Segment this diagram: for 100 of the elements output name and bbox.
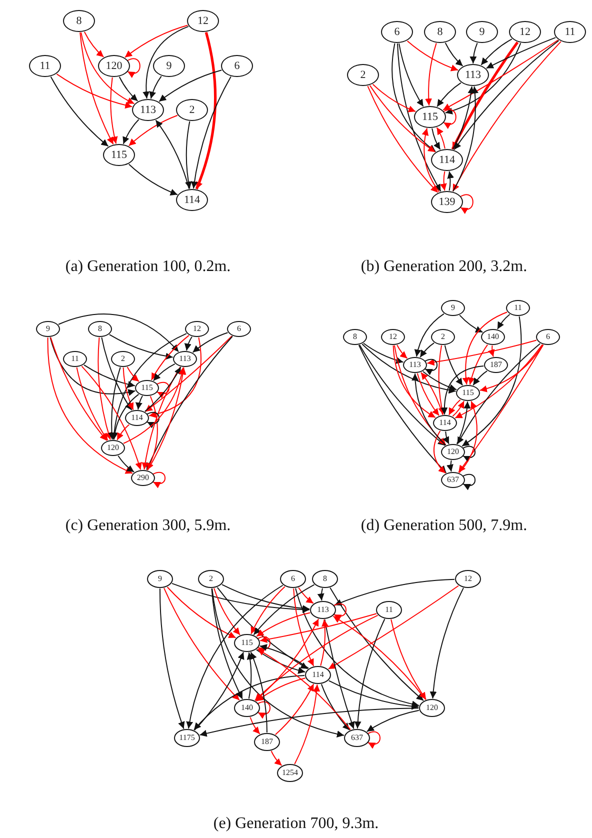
arrow bbox=[250, 652, 268, 733]
arrow bbox=[146, 396, 158, 470]
arrow bbox=[116, 424, 130, 440]
self-loop-arrow bbox=[152, 472, 166, 488]
ellipse-node: 113 bbox=[310, 601, 336, 619]
ellipse-node: 2 bbox=[176, 99, 208, 121]
ellipse-node: 114 bbox=[433, 415, 457, 431]
arrow bbox=[155, 120, 190, 190]
arrow bbox=[406, 40, 459, 72]
arrow bbox=[458, 344, 544, 473]
arrow bbox=[454, 344, 543, 419]
arrow bbox=[212, 588, 344, 738]
arrow bbox=[171, 582, 310, 613]
ellipse-node: 187 bbox=[484, 357, 508, 373]
ellipse-node: 8 bbox=[424, 21, 456, 43]
arrow bbox=[149, 76, 162, 100]
arrow bbox=[444, 42, 522, 114]
arrow bbox=[108, 334, 174, 360]
arrow bbox=[293, 588, 314, 666]
arrow bbox=[447, 170, 454, 192]
arrow bbox=[50, 336, 136, 396]
arrow bbox=[444, 42, 464, 66]
arrow bbox=[76, 366, 108, 441]
arrow bbox=[250, 716, 260, 734]
arrow bbox=[256, 612, 311, 637]
arrow bbox=[254, 614, 378, 701]
self-loop-arrow bbox=[156, 382, 170, 398]
arrow bbox=[110, 76, 118, 144]
arrow bbox=[414, 313, 444, 358]
ellipse-node: 6 bbox=[227, 321, 251, 337]
figure-caption: (d) Generation 500, 7.9m. bbox=[360, 517, 528, 535]
arrow bbox=[426, 340, 537, 366]
self-loop-arrow bbox=[258, 701, 271, 718]
arrow bbox=[159, 588, 185, 730]
arrow bbox=[142, 26, 189, 100]
arrow bbox=[186, 584, 284, 730]
arrow bbox=[256, 678, 306, 702]
ellipse-node: 2 bbox=[111, 351, 135, 367]
ellipse-node: 6 bbox=[280, 570, 306, 588]
arrow bbox=[98, 336, 112, 440]
ellipse-node: 113 bbox=[173, 351, 197, 367]
arrow bbox=[442, 431, 450, 444]
ellipse-node: 2 bbox=[198, 570, 224, 588]
arrow bbox=[420, 342, 435, 358]
arrow bbox=[101, 336, 132, 411]
ellipse-node: 9 bbox=[153, 55, 185, 77]
arrow bbox=[334, 578, 455, 606]
ellipse-node: 2 bbox=[347, 64, 379, 86]
ellipse-node: 140 bbox=[234, 699, 260, 717]
arrow bbox=[84, 364, 136, 388]
figure-caption: (b) Generation 200, 3.2m. bbox=[360, 258, 528, 276]
ellipse-node: 8 bbox=[63, 10, 95, 32]
arrow bbox=[124, 24, 188, 58]
ellipse-node: 115 bbox=[414, 106, 446, 128]
arrow bbox=[111, 394, 140, 440]
arrow bbox=[440, 170, 447, 192]
arrow bbox=[295, 588, 420, 708]
arrow bbox=[146, 336, 233, 470]
ellipse-node: 114 bbox=[125, 410, 149, 426]
ellipse-node: 9 bbox=[441, 300, 465, 316]
arrow bbox=[367, 86, 438, 193]
arrow bbox=[362, 343, 456, 394]
arrow bbox=[122, 366, 185, 444]
arrow bbox=[253, 584, 315, 636]
arrow bbox=[136, 395, 143, 410]
arrow bbox=[394, 344, 446, 446]
arrow bbox=[58, 314, 180, 352]
arrow bbox=[390, 618, 427, 700]
self-loop-arrow bbox=[424, 358, 438, 375]
arrow bbox=[438, 344, 446, 416]
arrow bbox=[274, 683, 314, 736]
arrow bbox=[150, 334, 190, 381]
ellipse-node: 2 bbox=[431, 329, 455, 345]
arrow bbox=[192, 332, 228, 353]
arrow bbox=[366, 710, 420, 732]
arrow bbox=[193, 674, 306, 730]
ellipse-node: 637 bbox=[344, 729, 370, 747]
arrow bbox=[451, 42, 519, 150]
arrow bbox=[260, 613, 378, 643]
self-loop-arrow bbox=[462, 474, 476, 490]
arrow bbox=[392, 42, 436, 152]
arrow bbox=[442, 40, 559, 110]
arrow bbox=[56, 74, 133, 109]
arrow bbox=[255, 618, 320, 702]
arrow bbox=[108, 366, 121, 440]
arrow bbox=[142, 366, 181, 470]
arrow bbox=[480, 38, 512, 66]
arrow bbox=[122, 119, 140, 144]
arrow bbox=[147, 366, 186, 471]
arrow bbox=[470, 42, 478, 64]
ellipse-node: 113 bbox=[403, 357, 427, 373]
arrow bbox=[452, 86, 475, 150]
figure-caption: (e) Generation 700, 9.3m. bbox=[213, 815, 379, 833]
ellipse-node: 187 bbox=[254, 733, 280, 751]
arrow bbox=[185, 120, 192, 190]
arrow bbox=[430, 587, 464, 700]
ellipse-node: 11 bbox=[376, 601, 402, 619]
ellipse-node: 120 bbox=[98, 55, 130, 77]
arrow bbox=[459, 314, 484, 333]
arrow bbox=[50, 76, 109, 147]
